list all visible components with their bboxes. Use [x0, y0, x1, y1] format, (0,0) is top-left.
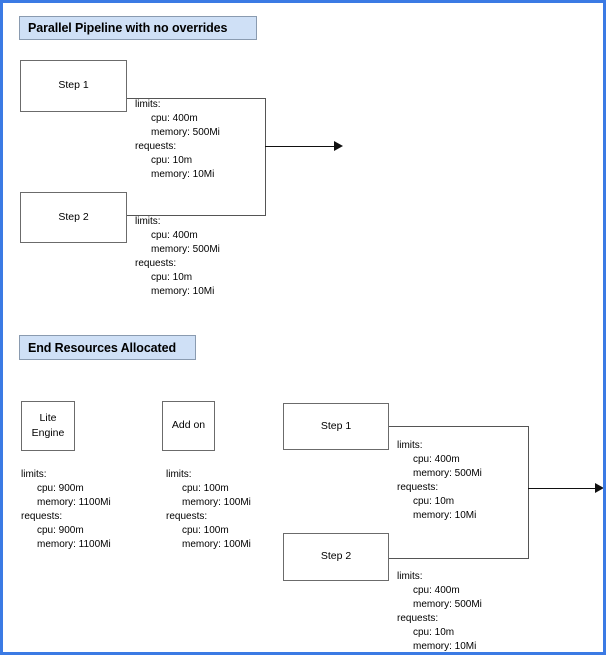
- arrow-top-output-line: [265, 146, 335, 147]
- section-title-end-resources: End Resources Allocated: [19, 335, 196, 360]
- spec-line: memory: 500Mi: [413, 468, 482, 479]
- spec-line: cpu: 400m: [413, 585, 460, 596]
- spec-line: limits:: [135, 216, 161, 227]
- spec-line: requests:: [135, 258, 177, 269]
- arrow-bottom-output-head: [595, 483, 603, 493]
- spec-line: limits:: [397, 440, 423, 451]
- spec-top-step-1: limits: cpu: 400m memory: 500Mi requests: cp…: [135, 98, 220, 182]
- spec-line: cpu: 900m: [37, 525, 84, 536]
- node-add-on[interactable]: Add on: [162, 401, 215, 451]
- spec-line: limits:: [21, 469, 47, 480]
- spec-line: memory: 100Mi: [182, 539, 251, 550]
- spec-line: limits:: [135, 99, 161, 110]
- node-bottom-step-1[interactable]: Step 1: [283, 403, 389, 450]
- spec-line: cpu: 900m: [37, 483, 84, 494]
- spec-line: memory: 1100Mi: [37, 497, 111, 508]
- spec-lite-engine: limits: cpu: 900m memory: 1100Mi requests: c…: [21, 468, 111, 552]
- spec-line: cpu: 400m: [151, 113, 198, 124]
- spec-line: cpu: 100m: [182, 525, 229, 536]
- spec-line: cpu: 10m: [413, 627, 455, 638]
- spec-line: cpu: 10m: [151, 272, 193, 283]
- spec-line: memory: 10Mi: [151, 286, 215, 297]
- spec-line: requests:: [166, 511, 208, 522]
- spec-line: cpu: 400m: [151, 230, 198, 241]
- connector-top-junction-vertical: [265, 98, 266, 216]
- section-title-parallel-pipeline: Parallel Pipeline with no overrides: [19, 16, 257, 40]
- spec-line: requests:: [397, 482, 439, 493]
- spec-line: requests:: [21, 511, 63, 522]
- spec-line: memory: 10Mi: [413, 641, 477, 652]
- arrow-bottom-output-line: [528, 488, 596, 489]
- spec-line: requests:: [135, 141, 177, 152]
- arrow-top-output-head: [334, 141, 343, 151]
- connector-top-step-1-horizontal: [127, 98, 266, 99]
- spec-line: memory: 10Mi: [151, 169, 215, 180]
- node-lite-engine[interactable]: Lite Engine: [21, 401, 75, 451]
- spec-line: memory: 100Mi: [182, 497, 251, 508]
- spec-add-on: limits: cpu: 100m memory: 100Mi requests: cp…: [166, 468, 251, 552]
- connector-bottom-step-1-horizontal: [389, 426, 529, 427]
- connector-bottom-junction-vertical: [528, 426, 529, 559]
- spec-line: memory: 500Mi: [151, 127, 220, 138]
- spec-line: memory: 10Mi: [413, 510, 477, 521]
- node-top-step-1[interactable]: Step 1: [20, 60, 127, 112]
- spec-line: memory: 1100Mi: [37, 539, 111, 550]
- spec-line: cpu: 100m: [182, 483, 229, 494]
- spec-line: cpu: 10m: [151, 155, 193, 166]
- spec-line: memory: 500Mi: [413, 599, 482, 610]
- spec-top-step-2: limits: cpu: 400m memory: 500Mi requests: cp…: [135, 215, 220, 299]
- spec-line: requests:: [397, 613, 439, 624]
- connector-bottom-step-2-horizontal: [389, 558, 529, 559]
- spec-bottom-step-2: limits: cpu: 400m memory: 500Mi requests: cp…: [397, 570, 482, 652]
- connector-top-step-2-horizontal: [127, 215, 266, 216]
- spec-line: limits:: [397, 571, 423, 582]
- spec-line: cpu: 400m: [413, 454, 460, 465]
- node-top-step-2[interactable]: Step 2: [20, 192, 127, 243]
- spec-line: cpu: 10m: [413, 496, 455, 507]
- node-bottom-step-2[interactable]: Step 2: [283, 533, 389, 581]
- spec-line: limits:: [166, 469, 192, 480]
- spec-line: memory: 500Mi: [151, 244, 220, 255]
- spec-bottom-step-1: limits: cpu: 400m memory: 500Mi requests: cp…: [397, 439, 482, 523]
